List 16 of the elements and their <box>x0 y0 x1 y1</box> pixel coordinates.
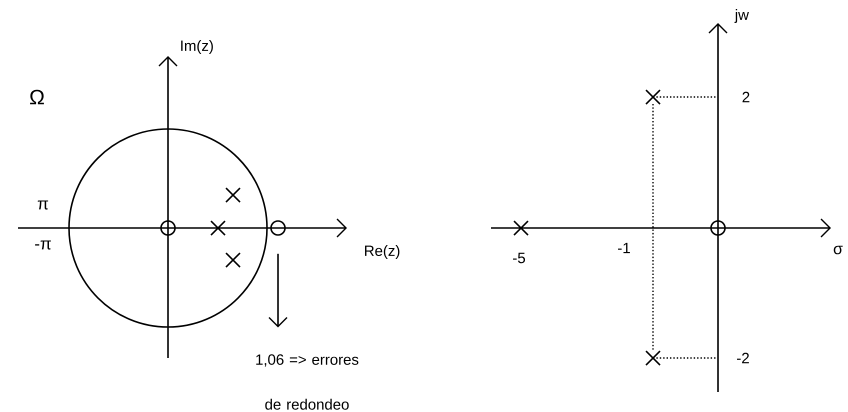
axis-label: -2 <box>737 352 749 364</box>
zero-marker <box>160 220 176 236</box>
axis-label: Ω <box>30 90 44 104</box>
zero-marker <box>270 220 286 236</box>
arrow <box>268 254 288 328</box>
axis-label: Im(z) <box>181 40 213 54</box>
zero-marker <box>710 220 726 236</box>
note-text: 1,06 => errores de redondeo <box>256 354 358 410</box>
axis-label: 2 <box>742 92 750 102</box>
axis-label: σ <box>834 246 843 254</box>
axis-label: -π <box>35 240 51 250</box>
axis-label: π <box>38 200 48 210</box>
axis-label: Re(z) <box>365 245 400 259</box>
axis-label: -1 <box>618 242 630 254</box>
axis-label: -5 <box>513 252 526 264</box>
axis-label: jw <box>734 9 749 23</box>
